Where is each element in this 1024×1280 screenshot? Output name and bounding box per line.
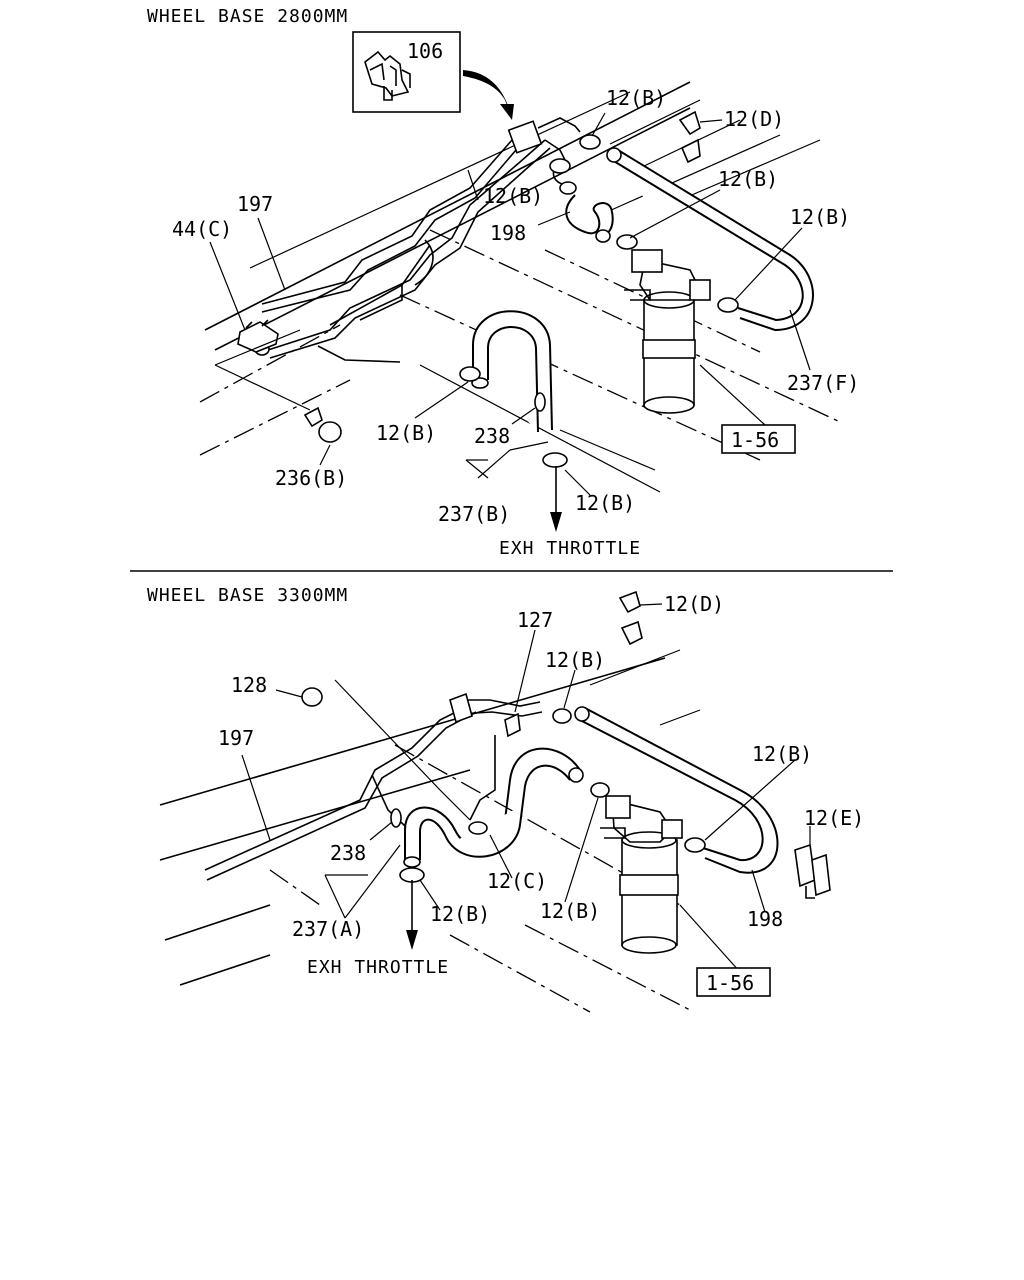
top-hose-237f [606,147,814,332]
label-12b-bottom-4: 12(B) [430,902,490,926]
ref-box-top [721,424,796,454]
label-127: 127 [517,608,553,632]
label-12b-top-3: 12(B) [483,184,543,208]
bracket-127 [469,712,521,821]
bottom-hose-237a [403,747,584,868]
label-198-bottom: 198 [747,907,783,931]
label-198-top: 198 [490,221,526,245]
top-pipe-197 [254,117,581,359]
label-236b: 236(B) [275,466,347,490]
top-clamps [303,110,739,468]
label-237b: 237(B) [438,502,510,526]
label-12b-top-2: 12(B) [718,167,778,191]
label-12b-bottom-1: 12(B) [545,648,605,672]
top-canister [624,249,711,414]
label-128: 128 [231,673,267,697]
label-238-top: 238 [474,424,510,448]
label-197-bottom: 197 [218,726,254,750]
top-hose-237b [471,310,553,433]
clip-44c [237,319,279,353]
bottom-exh-arrow [406,880,418,950]
bottom-canister [600,795,683,954]
ref-1-56-bottom: 1-56 [706,971,754,995]
label-12c: 12(C) [487,869,547,893]
label-106: 106 [407,39,443,63]
ref-box-bottom [696,967,771,997]
clip-12e [794,843,831,899]
exh-throttle-bottom: EXH THROTTLE [307,957,449,978]
label-12b-top-1: 12(B) [606,86,666,110]
label-197-top: 197 [237,192,273,216]
top-tank-body [317,239,434,363]
top-hose-198 [552,161,614,243]
bottom-leaders [241,603,811,973]
label-237a: 237(A) [292,917,364,941]
label-12b-bottom-2: 12(B) [752,742,812,766]
exh-throttle-top: EXH THROTTLE [499,538,641,559]
nut-128 [301,687,323,707]
label-12d-top: 12(D) [724,107,784,131]
label-12b-bottom-3: 12(B) [540,899,600,923]
bottom-hose-198 [574,706,779,874]
label-237f: 237(F) [787,371,859,395]
top-leaders [209,112,811,496]
label-12b-top-6: 12(B) [575,491,635,515]
ref-1-56-top: 1-56 [731,428,779,452]
part-106-inset [352,31,514,120]
label-12e: 12(E) [804,806,864,830]
label-238-bottom: 238 [330,841,366,865]
top-section-title: WHEEL BASE 2800MM [147,6,348,27]
label-12d-bottom: 12(D) [664,592,724,616]
label-44c: 44(C) [172,217,232,241]
bottom-section-title: WHEEL BASE 3300MM [147,585,348,606]
bottom-clamps [390,590,706,883]
label-12b-top-4: 12(B) [790,205,850,229]
label-12b-top-5: 12(B) [376,421,436,445]
top-exh-arrow [550,466,562,532]
